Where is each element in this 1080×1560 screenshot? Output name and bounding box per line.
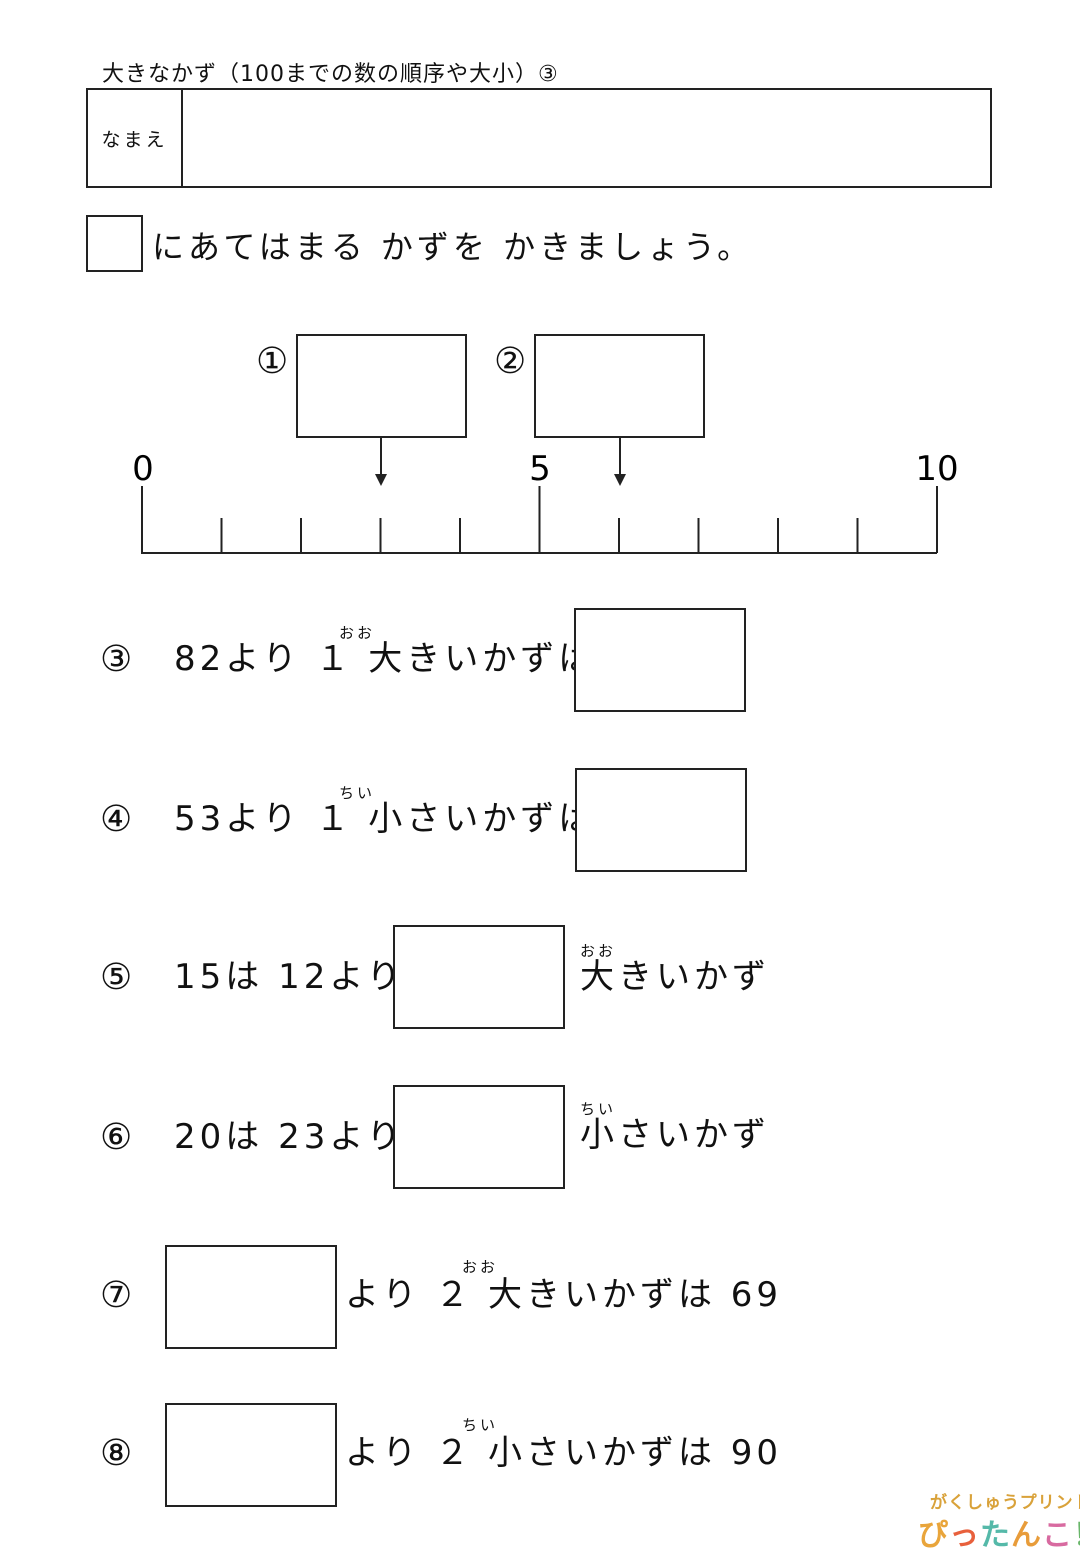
question-5-number: ⑤ <box>100 957 133 998</box>
question-4-after: さいかずは <box>406 799 597 839</box>
answer-box-3[interactable] <box>574 608 746 712</box>
answer-box-4[interactable] <box>575 768 747 872</box>
question-4-text: 53より １ 小さいかずは <box>174 802 596 836</box>
pointer-arrow-2 <box>614 438 626 486</box>
question-3-ruby: おお <box>339 624 376 642</box>
question-7-number: ⑦ <box>100 1275 133 1316</box>
question-3-kanji: 大 <box>368 639 407 679</box>
number-line-label-10: 10 <box>915 449 958 489</box>
question-5-kanji: 大 <box>580 957 618 997</box>
pointer-arrow-1 <box>375 438 387 486</box>
name-field[interactable]: なまえ <box>86 88 992 188</box>
answer-box-2[interactable] <box>534 334 705 438</box>
question-8-before: より ２ <box>345 1433 474 1473</box>
question-8-ruby: ちい <box>462 1416 499 1434</box>
logo-char: っ <box>949 1518 980 1553</box>
logo-subtitle: がくしゅうプリント <box>930 1493 1080 1513</box>
question-4-ruby: ちい <box>339 784 376 802</box>
answer-box-example <box>86 215 143 272</box>
question-7-text: より ２ 大きいかずは 69 <box>345 1278 782 1312</box>
answer-box-6[interactable] <box>393 1085 565 1189</box>
question-4-kanji: 小 <box>368 799 407 839</box>
question-6-ruby: ちい <box>580 1100 617 1118</box>
question-4-number: ④ <box>100 799 133 840</box>
question-3-before: 82より １ <box>174 639 354 679</box>
instruction-text: にあてはまる かずを かきましょう。 <box>152 228 754 266</box>
question-7-before: より ２ <box>345 1275 474 1315</box>
question-8-text: より ２ 小さいかずは 90 <box>345 1436 782 1470</box>
worksheet-title: 大きなかず（100までの数の順序や大小）③ <box>102 62 559 87</box>
answer-box-7[interactable] <box>165 1245 337 1349</box>
question-3-text: 82より １ 大きいかずは <box>174 642 596 676</box>
answer-box-8[interactable] <box>165 1403 337 1507</box>
logo-char: こ <box>1042 1518 1073 1553</box>
logo-char: た <box>980 1518 1011 1553</box>
question-3-number: ③ <box>100 639 133 680</box>
logo-char: ぴ <box>918 1518 949 1553</box>
answer-box-5[interactable] <box>393 925 565 1029</box>
question-4-before: 53より １ <box>174 799 354 839</box>
logo-title: ぴったんこ！ <box>918 1510 1080 1554</box>
question-7-kanji: 大 <box>487 1275 526 1315</box>
number-line-label-5: 5 <box>529 449 551 489</box>
box2-number: ② <box>494 341 527 382</box>
question-5-after: きいかず <box>618 957 770 997</box>
question-6-number: ⑥ <box>100 1117 133 1158</box>
question-3-after: きいかずは <box>406 639 597 679</box>
logo-char: ん <box>1011 1518 1042 1553</box>
answer-box-1[interactable] <box>296 334 467 438</box>
question-8-kanji: 小 <box>487 1433 526 1473</box>
question-5-after-text: 大きいかず <box>580 960 770 994</box>
logo-char: ！ <box>1073 1518 1080 1553</box>
question-7-ruby: おお <box>462 1258 499 1276</box>
question-8-after: さいかずは 90 <box>525 1433 783 1473</box>
number-line-ticks <box>141 486 938 553</box>
question-5-ruby: おお <box>580 942 617 960</box>
number-line: 0 5 10 <box>132 438 959 554</box>
number-line-label-0: 0 <box>132 449 154 489</box>
question-6-before: 20は 23より <box>174 1117 405 1157</box>
question-7-after: きいかずは 69 <box>525 1275 783 1315</box>
question-8-number: ⑧ <box>100 1433 133 1474</box>
question-6-kanji: 小 <box>580 1115 618 1155</box>
question-6-after: さいかず <box>618 1115 770 1155</box>
question-6-after-text: 小さいかず <box>580 1118 770 1152</box>
name-label: なまえ <box>88 90 183 186</box>
box1-number: ① <box>256 341 289 382</box>
question-5-before: 15は 12より <box>174 957 405 997</box>
